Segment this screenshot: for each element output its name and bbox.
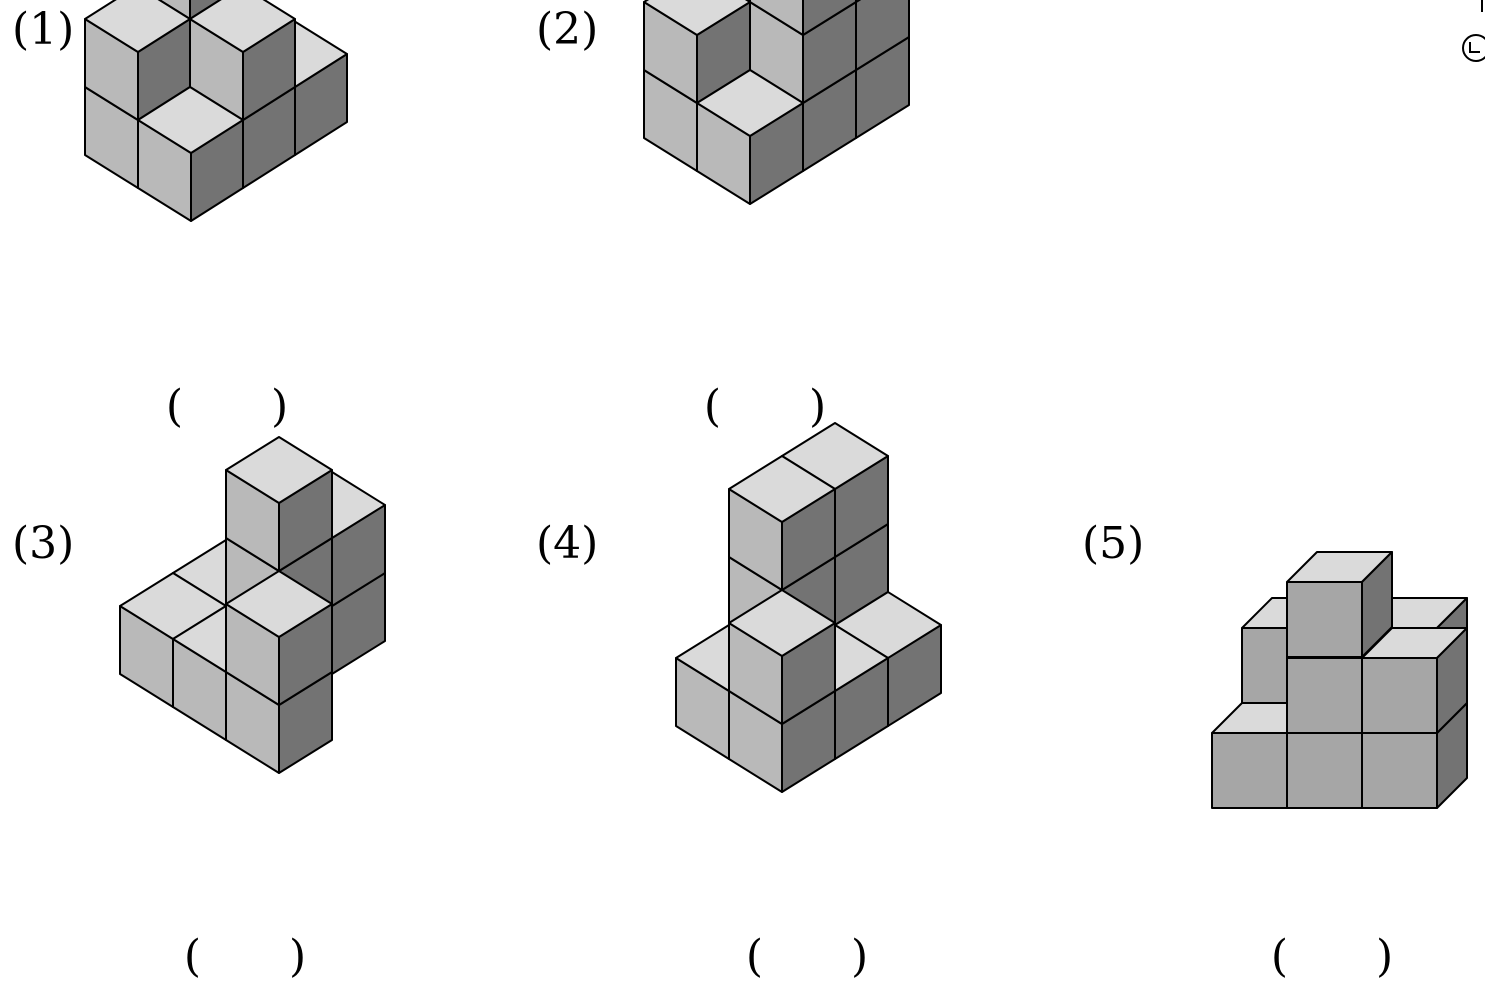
figure-3-cubes [119,436,386,774]
figure-1-label: (1) [12,4,75,55]
cube-top-face [189,0,296,53]
figure-5-label: (5) [1082,518,1145,569]
cube-front-face [1361,657,1438,734]
cube-front-face [1211,732,1288,809]
cube-left-face [749,0,804,36]
figure-4-answer-blank: ( ) [745,931,869,982]
figure-5-answer-blank: ( ) [1270,931,1394,982]
cube-top-face [225,436,333,504]
figure-5-cubes [1211,551,1468,809]
figure-3-answer-blank: ( ) [183,931,307,982]
cube-right-face [802,0,857,36]
cube-top-face [696,69,804,137]
cube-top-face [137,86,244,154]
cube-top-face [643,0,751,36]
cube-front-face [1286,581,1363,658]
figure-1-answer-blank: ( ) [165,381,289,432]
figure-4-cubes [675,422,942,793]
figure-2-cubes [643,0,910,205]
cube-top-face [225,570,333,638]
cube-front-face [1361,732,1438,809]
figure-1-cubes [84,0,348,222]
cube-front-face [1286,657,1363,734]
figure-2-label: (2) [536,4,599,55]
figure-2-answer-blank: ( ) [703,381,827,432]
cube-top-face [728,455,836,523]
cube-top-face [84,0,191,53]
cube-front-face [1286,732,1363,809]
cropped-mark [1462,0,1485,62]
cube-top-face [728,589,836,657]
figure-3-label: (3) [12,518,75,569]
figure-4-label: (4) [536,518,599,569]
